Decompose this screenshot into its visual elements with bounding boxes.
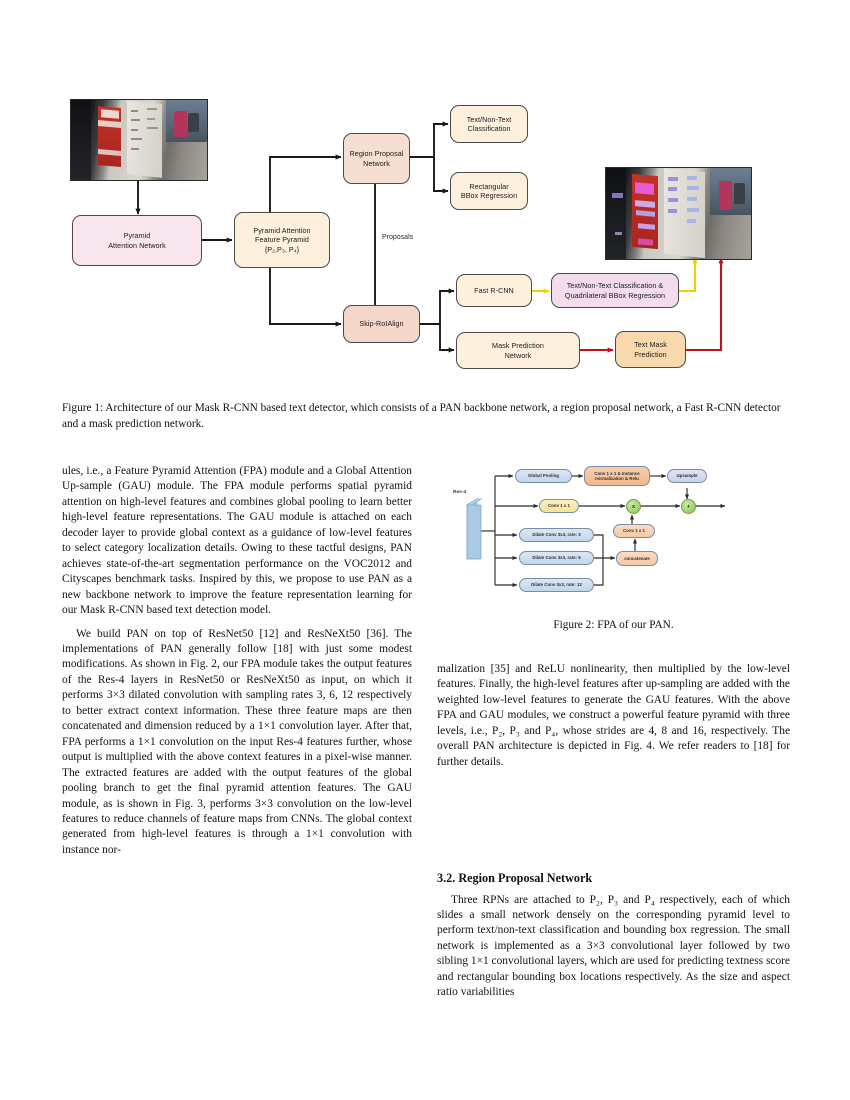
f2-box-concatenate: concatenate xyxy=(616,551,658,566)
f2-box-conv-1x1-b: Conv 1 x 1 xyxy=(613,524,655,538)
input-label-text: Res-4 xyxy=(453,490,467,495)
f2-box-dilate-conv-rate-6: Dilate Conv 3x3, rate: 6 xyxy=(519,551,594,565)
right-column-section: 3.2. Region Proposal Network Three RPNs … xyxy=(437,870,790,1001)
edge-label-text: Proposals xyxy=(382,234,414,241)
figure-1-connectors xyxy=(135,121,724,353)
right-column-top: malization [35] and ReLU nonlinearity, t… xyxy=(437,662,790,770)
figure-2-input-label: Res-4 xyxy=(453,490,466,495)
box-label: Skip-RoIAlign xyxy=(359,319,404,329)
res4-block xyxy=(465,498,483,560)
paragraph: malization [35] and ReLU nonlinearity, t… xyxy=(437,663,790,768)
box-fast-rcnn: Fast R-CNN xyxy=(456,274,532,307)
f2-box-upsample: Upsample xyxy=(667,469,707,483)
box-label: Conv 1 x 1 xyxy=(623,528,645,534)
f2-operator-multiply: x xyxy=(626,499,641,514)
f2-box-conv-1x1-a: Conv 1 x 1 xyxy=(539,499,579,513)
box-label: Upsample xyxy=(676,473,698,479)
section-heading: 3.2. Region Proposal Network xyxy=(437,871,593,885)
edge-label-proposals: Proposals xyxy=(382,234,413,241)
operator-symbol: + xyxy=(686,503,691,510)
paragraph: We build PAN on top of ResNet50 [12] and… xyxy=(62,627,412,856)
figure-1-caption: Figure 1: Architecture of our Mask R-CNN… xyxy=(62,402,781,431)
box-quadrilateral-bbox-regression: Text/Non-Text Classification &Quadrilate… xyxy=(551,273,679,308)
box-label: Dilate Conv 3x3, rate: 12 xyxy=(531,582,582,588)
box-label: Dilate Conv 3x3, rate: 6 xyxy=(532,555,581,561)
box-label: Text/Non-Text Classification &Quadrilate… xyxy=(564,281,666,300)
f2-box-dilate-conv-rate-12: Dilate Conv 3x3, rate: 12 xyxy=(519,578,594,592)
f2-box-dilate-conv-rate-3: Dilate Conv 3x3, rate: 3 xyxy=(519,528,594,542)
figure-2-connectors xyxy=(465,473,726,588)
output-image xyxy=(605,167,752,260)
box-label: Fast R-CNN xyxy=(474,285,514,295)
figure-2: Res-4 Global Pooling Conv 1 x 1 & Instan… xyxy=(437,458,790,610)
operator-symbol: x xyxy=(631,503,636,510)
box-label: Conv 1 x 1 xyxy=(548,503,570,509)
f2-box-global-pooling: Global Pooling xyxy=(515,469,572,483)
box-label: concatenate xyxy=(624,555,650,561)
box-label: Global Pooling xyxy=(528,473,559,479)
paragraph: ules, i.e., a Feature Pyramid Attention … xyxy=(62,465,412,617)
box-skip-roialign: Skip-RoIAlign xyxy=(343,305,420,343)
input-image xyxy=(70,99,208,181)
paragraph: Three RPNs are attached to P₂, P₃ and P₄… xyxy=(437,893,790,999)
box-label: Dilate Conv 3x3, rate: 3 xyxy=(532,532,581,538)
left-column: ules, i.e., a Feature Pyramid Attention … xyxy=(62,464,412,858)
figure-2-caption: Figure 2: FPA of our PAN. xyxy=(553,619,674,631)
f2-operator-add: + xyxy=(681,499,696,514)
